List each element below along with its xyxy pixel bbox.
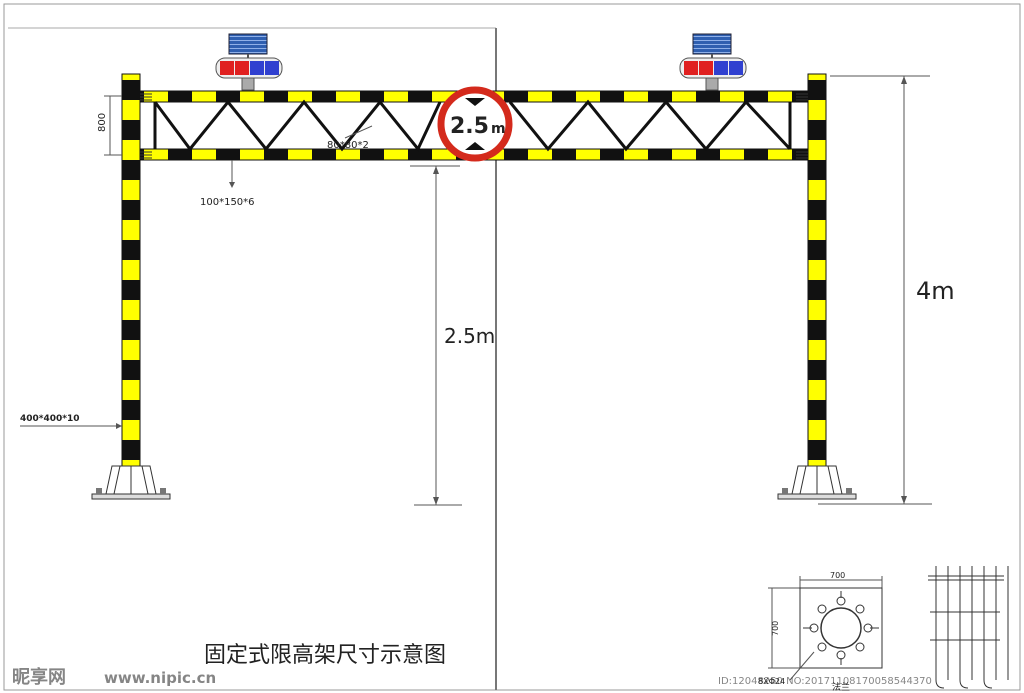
solar-warning-lamp-left: [215, 33, 283, 91]
truss-member-callout: 80*80*2: [327, 125, 373, 151]
beam-depth-dimension: 800: [97, 95, 122, 156]
truss-web-left: [153, 99, 442, 152]
column-label: 400*400*10: [20, 414, 80, 424]
sign-unit: m: [491, 121, 506, 137]
flange-caption: 法兰: [832, 681, 850, 693]
clearance-dimension: 2.5m: [410, 165, 495, 506]
right-column: [807, 73, 827, 467]
truss-member-label: 80*80*2: [327, 140, 369, 151]
beam-depth-label: 800: [97, 113, 108, 132]
anchor-cage-detail: [928, 566, 1009, 689]
left-column: [121, 73, 141, 467]
left-base: [91, 465, 171, 500]
watermark-id: ID:12048250 NO:20171108170058544370: [718, 676, 932, 687]
flange-plan-detail: 700 700 8XΦ24 法兰: [758, 571, 883, 693]
watermark-site: www.nipic.cn: [104, 669, 216, 687]
right-base: [777, 465, 857, 500]
watermark: 昵享网 www.nipic.cn ID:12048250 NO:20171108…: [12, 666, 932, 688]
flange-height-label: 700: [771, 621, 780, 636]
chord-label: 100*150*6: [200, 197, 255, 208]
column-callout: 400*400*10: [20, 414, 122, 429]
svg-text:2.5m: 2.5m: [450, 114, 506, 139]
watermark-logo: 昵享网: [12, 666, 66, 688]
flange-width-label: 700: [830, 571, 845, 580]
overall-height-dimension: 4m: [818, 75, 955, 505]
clearance-label: 2.5m: [444, 324, 495, 348]
diagram-title: 固定式限高架尺寸示意图: [204, 643, 446, 668]
overall-height-label: 4m: [916, 277, 955, 305]
solar-warning-lamp-right: [679, 33, 747, 91]
sign-number: 2.5: [450, 114, 489, 139]
flange-bolts-label: 8XΦ24: [758, 677, 785, 686]
truss-web-right: [508, 99, 792, 152]
chord-callout: 100*150*6: [200, 160, 255, 208]
